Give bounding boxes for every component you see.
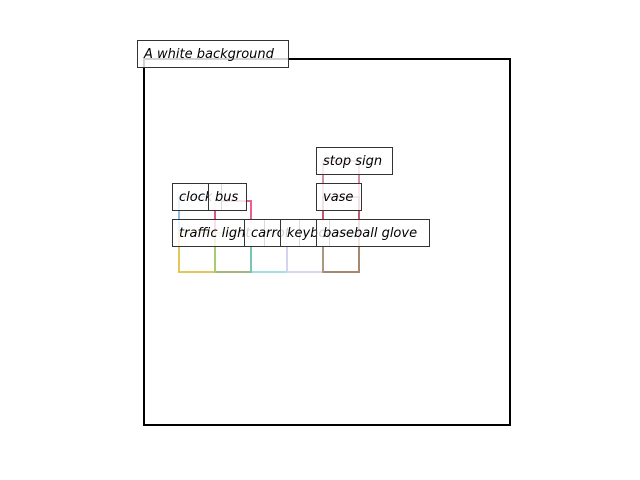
label-vase: vase — [316, 183, 362, 211]
background-label: A white background — [137, 40, 289, 68]
scene-frame — [143, 58, 511, 426]
label-stop-sign: stop sign — [316, 147, 393, 175]
box-stop-sign — [322, 160, 360, 273]
label-baseball-glove: baseball glove — [316, 219, 430, 247]
label-bus: bus — [208, 183, 247, 211]
